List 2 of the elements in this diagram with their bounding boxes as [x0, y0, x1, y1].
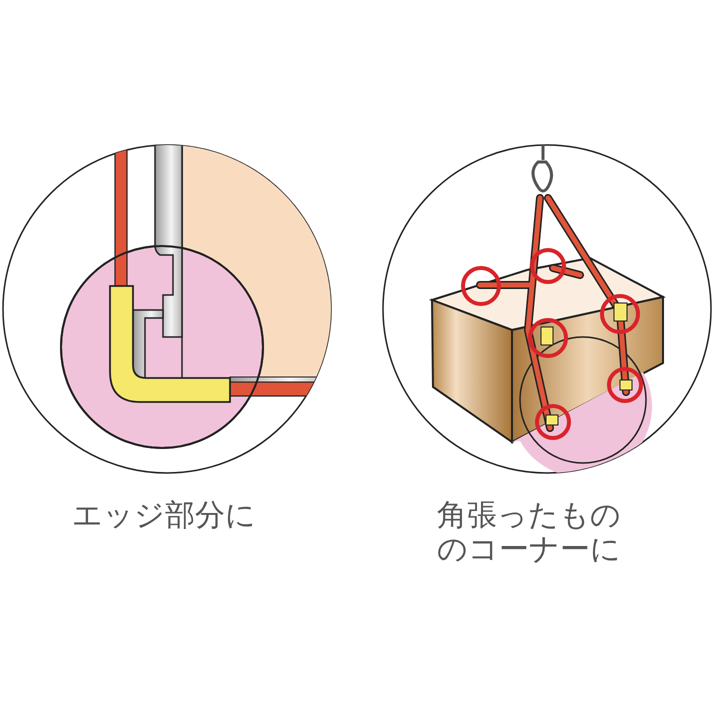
caption: 角張ったもののコーナーに	[437, 499, 622, 567]
caption: エッジ部分に	[72, 499, 257, 533]
